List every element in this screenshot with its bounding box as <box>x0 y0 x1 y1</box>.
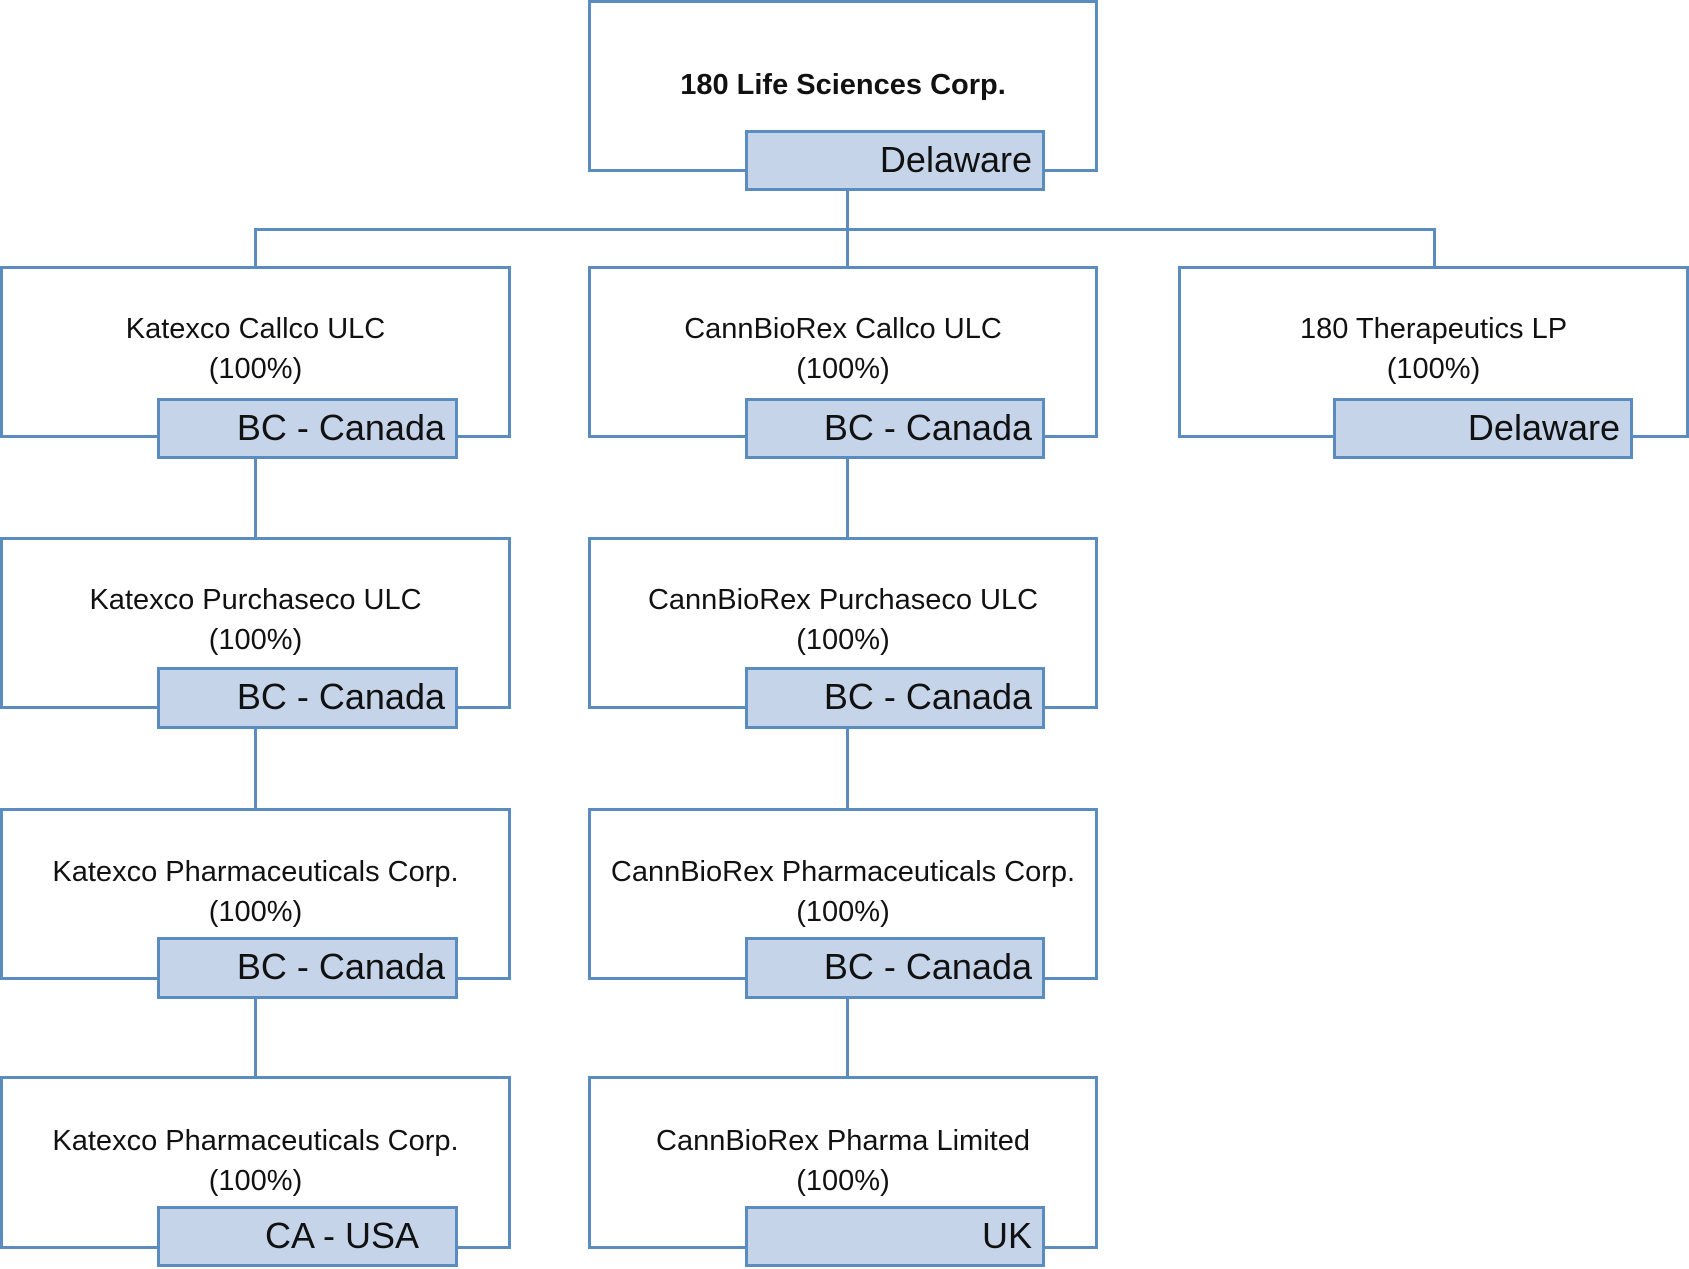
ownership-percentage: (100%) <box>208 896 303 928</box>
ownership-percentage: (100%) <box>796 896 890 928</box>
entity-name: Katexco Pharmaceuticals Corp. <box>52 856 459 888</box>
jurisdiction-tag: BC - Canada <box>157 398 458 459</box>
connector-cannbiorex-1-2 <box>846 458 849 538</box>
connector-to-180-therapeutics <box>1433 228 1436 268</box>
entity-name: 180 Life Sciences Corp. <box>680 69 1006 101</box>
jurisdiction-tag: BC - Canada <box>745 667 1045 729</box>
entity-name: Katexco Purchaseco ULC <box>89 584 422 616</box>
ownership-percentage: (100%) <box>208 353 303 385</box>
jurisdiction-tag: BC - Canada <box>745 398 1045 459</box>
jurisdiction-tag: BC - Canada <box>157 937 458 999</box>
ownership-percentage: (100%) <box>1386 353 1481 385</box>
ownership-percentage: (100%) <box>208 1165 303 1197</box>
connector-cannbiorex-3-4 <box>846 998 849 1078</box>
connector-to-cannbiorex-callco <box>846 228 849 268</box>
entity-name: CannBioRex Callco ULC <box>684 313 1002 345</box>
jurisdiction-tag: BC - Canada <box>745 937 1045 999</box>
entity-name: 180 Therapeutics LP <box>1299 313 1568 345</box>
jurisdiction-tag: Delaware <box>745 130 1045 191</box>
jurisdiction-tag: UK <box>745 1206 1045 1267</box>
ownership-percentage: (100%) <box>796 624 890 656</box>
jurisdiction-tag: CA - USA <box>157 1206 458 1267</box>
entity-name: CannBioRex Pharmaceuticals Corp. <box>610 856 1076 888</box>
connector-katexco-1-2 <box>254 458 257 538</box>
connector-to-katexco-callco <box>254 228 257 268</box>
jurisdiction-tag: Delaware <box>1333 398 1633 459</box>
connector-root-down <box>846 190 849 231</box>
ownership-percentage: (100%) <box>208 624 303 656</box>
connector-katexco-3-4 <box>254 998 257 1078</box>
entity-name: Katexco Callco ULC <box>125 313 386 345</box>
ownership-percentage: (100%) <box>796 353 890 385</box>
connector-katexco-2-3 <box>254 728 257 809</box>
entity-name: CannBioRex Pharma Limited <box>656 1125 1030 1157</box>
connector-horizontal-bus <box>254 228 1436 231</box>
jurisdiction-tag: BC - Canada <box>157 667 458 729</box>
entity-name: Katexco Pharmaceuticals Corp. <box>52 1125 459 1157</box>
connector-cannbiorex-2-3 <box>846 728 849 809</box>
ownership-percentage: (100%) <box>796 1165 890 1197</box>
entity-name: CannBioRex Purchaseco ULC <box>647 584 1039 616</box>
